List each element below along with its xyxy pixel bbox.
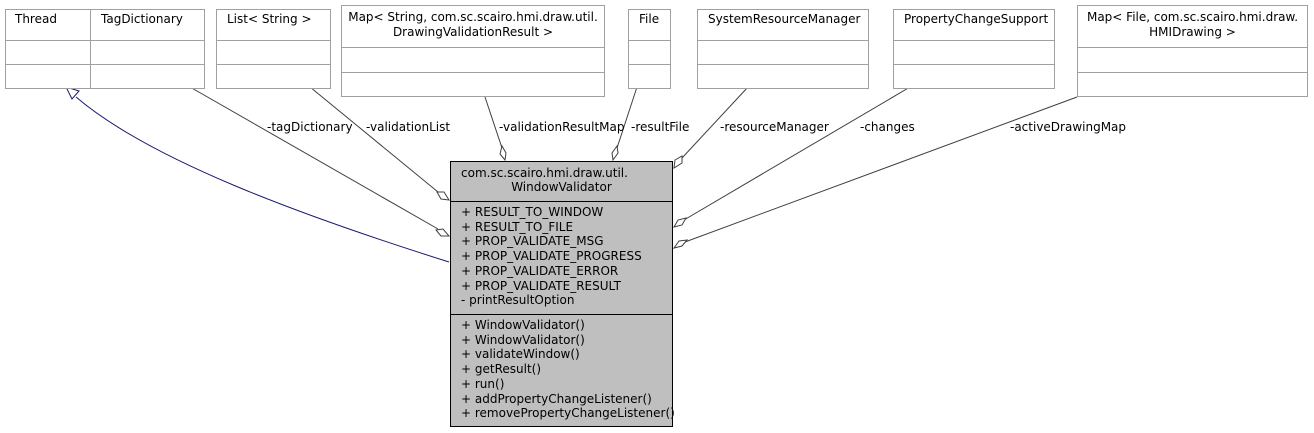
class-name-line2: DrawingValidationResult >: [392, 25, 554, 39]
edge-changes: [683, 86, 911, 221]
class-separator: [1078, 72, 1307, 73]
class-name-line1: Map< File, com.sc.scairo.hmi.draw.: [1086, 10, 1299, 24]
class-separator: [6, 40, 127, 41]
class-map-drawingvalidationresult[interactable]: Map< String, com.sc.scairo.hmi.draw.util…: [341, 5, 605, 97]
class-separator: [698, 64, 868, 65]
aggregation-diamond: [435, 228, 451, 237]
class-name: SystemResourceManager: [708, 12, 861, 26]
class-separator: [894, 64, 1054, 65]
class-separator: [217, 64, 330, 65]
class-attribute: + PROP_VALIDATE_MSG: [461, 234, 604, 249]
class-separator: [91, 64, 204, 65]
class-systemresourcemanager[interactable]: SystemResourceManager: [697, 9, 869, 89]
class-separator: [894, 40, 1054, 41]
edge-label-tagdictionary: -tagDictionary: [267, 120, 353, 134]
class-name: TagDictionary: [101, 12, 183, 26]
aggregation-diamond: [611, 144, 619, 162]
aggregation-diamond: [673, 155, 683, 169]
class-name: List< String >: [227, 12, 312, 26]
edge-label-changes: -changes: [860, 120, 915, 134]
class-separator: [698, 40, 868, 41]
attributes-section: + RESULT_TO_WINDOW+ RESULT_TO_FILE+ PROP…: [451, 201, 672, 308]
class-name: File: [639, 12, 660, 26]
aggregation-diamond: [672, 239, 689, 249]
class-tagdictionary[interactable]: TagDictionary: [90, 9, 205, 89]
class-file[interactable]: File: [628, 9, 671, 89]
edge-resultfile: [616, 86, 638, 149]
class-name-line1: Map< String, com.sc.scairo.hmi.draw.util…: [348, 10, 598, 24]
edge-label-resourcemanager: -resourceManager: [720, 120, 829, 134]
class-attribute: + PROP_VALIDATE_RESULT: [461, 278, 621, 293]
edge-label-resultfile: -resultFile: [631, 120, 690, 134]
class-separator: [342, 47, 604, 48]
method-list: + WindowValidator()+ WindowValidator()+ …: [451, 315, 675, 421]
aggregation-diamond: [672, 217, 688, 228]
class-method: + getResult(): [461, 362, 542, 377]
edge-label-validationlist: -validationList: [366, 120, 451, 134]
class-separator: [342, 72, 604, 73]
class-name: PropertyChangeSupport: [904, 12, 1049, 26]
edge-validationlist: [309, 86, 439, 193]
class-attribute: + PROP_VALIDATE_PROGRESS: [461, 249, 642, 264]
class-separator: [91, 40, 204, 41]
inheritance-arrowhead: [65, 86, 80, 100]
class-attribute: + RESULT_TO_FILE: [461, 219, 574, 234]
class-method: + validateWindow(): [461, 347, 580, 362]
edge-validationresultmap: [484, 96, 503, 149]
class-method: + run(): [461, 376, 505, 391]
class-name: Thread: [15, 12, 57, 26]
class-method: + removePropertyChangeListener(): [461, 406, 675, 421]
class-attribute: - printResultOption: [461, 293, 575, 308]
class-attribute: + RESULT_TO_WINDOW: [461, 205, 604, 219]
edge-activedrawingmap: [684, 96, 1078, 243]
attribute-list: + RESULT_TO_WINDOW+ RESULT_TO_FILE+ PROP…: [451, 202, 672, 308]
edge-label-validationresultmap: -validationResultMap: [499, 120, 625, 134]
main-class-name-line2: WindowValidator: [511, 180, 612, 194]
inheritance-line: [75, 96, 450, 263]
edge-resourcemanager: [681, 86, 749, 159]
class-windowvalidator[interactable]: com.sc.scairo.hmi.draw.util. WindowValid…: [450, 161, 675, 427]
aggregation-diamond: [436, 191, 450, 201]
edge-label-activedrawingmap: -activeDrawingMap: [1010, 120, 1127, 134]
class-separator: [629, 40, 670, 41]
methods-section: + WindowValidator()+ WindowValidator()+ …: [451, 314, 675, 421]
class-attribute: + PROP_VALIDATE_ERROR: [461, 263, 619, 278]
class-separator: [6, 64, 127, 65]
class-propertychangesupport[interactable]: PropertyChangeSupport: [893, 9, 1055, 89]
class-method: + WindowValidator(): [461, 332, 585, 347]
aggregation-diamond: [499, 144, 507, 162]
class-separator: [217, 40, 330, 41]
class-map-hmidrawing[interactable]: Map< File, com.sc.scairo.hmi.draw. HMIDr…: [1077, 5, 1308, 97]
edge-tagdictionary: [189, 86, 439, 230]
class-name-line2: HMIDrawing >: [1149, 25, 1236, 39]
class-list-string[interactable]: List< String >: [216, 9, 331, 89]
class-method: + WindowValidator(): [461, 318, 585, 332]
class-separator: [629, 64, 670, 65]
class-separator: [1078, 47, 1307, 48]
main-class-name-line1: com.sc.scairo.hmi.draw.util.: [461, 166, 628, 180]
class-method: + addPropertyChangeListener(): [461, 391, 652, 406]
